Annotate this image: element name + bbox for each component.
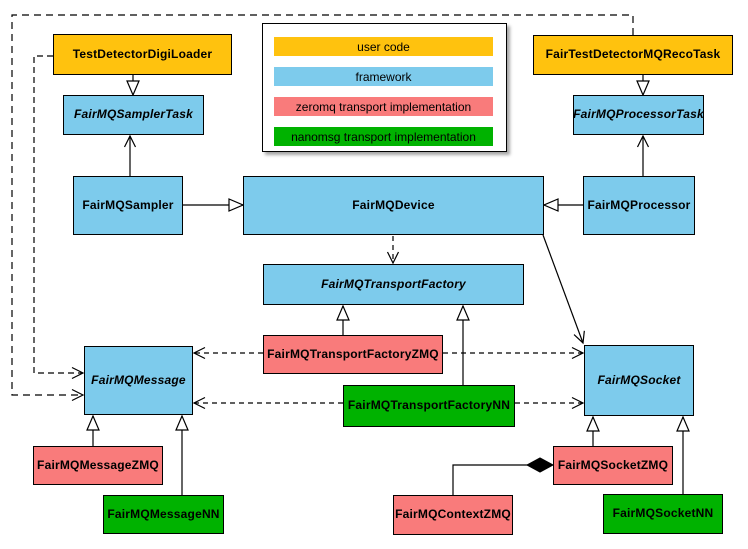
edge-contextzmq-socketzmq <box>452 464 528 495</box>
node-fairmqsocket: FairMQSocket <box>584 345 694 416</box>
node-fairmqprocessortask: FairMQProcessorTask <box>573 95 704 135</box>
edge-recotask-message <box>11 14 634 402</box>
legend: user code framework zeromq transport imp… <box>262 23 507 152</box>
node-fairtestdetectormqrecotask: FairTestDetectorMQRecoTask <box>533 35 733 75</box>
node-fairmqsocketnn: FairMQSocketNN <box>603 494 723 534</box>
node-fairmqprocessor: FairMQProcessor <box>583 176 695 235</box>
legend-item-user-code: user code <box>274 37 493 56</box>
edge-digiloader-message <box>33 55 85 380</box>
node-fairmqtransportfactory: FairMQTransportFactory <box>263 264 524 305</box>
composition-diamond <box>525 457 555 473</box>
node-fairmqmessagenn: FairMQMessageNN <box>103 495 224 534</box>
node-fairmqcontextzmq: FairMQContextZMQ <box>393 495 513 535</box>
node-fairmqsampler: FairMQSampler <box>73 176 183 235</box>
edge-device-socket <box>542 234 585 345</box>
node-fairmqsocketzmq: FairMQSocketZMQ <box>553 446 673 485</box>
node-fairmqmessagezmq: FairMQMessageZMQ <box>33 446 163 485</box>
node-fairmqmessage: FairMQMessage <box>84 346 193 415</box>
node-fairmqtransportfactorynn: FairMQTransportFactoryNN <box>343 385 515 427</box>
legend-item-zeromq: zeromq transport implementation <box>274 97 493 116</box>
node-testdetectordigiloader: TestDetectorDigiLoader <box>53 34 232 75</box>
legend-item-framework: framework <box>274 67 493 86</box>
node-fairmqtransportfactoryzmq: FairMQTransportFactoryZMQ <box>263 335 443 374</box>
node-fairmqsamplertask: FairMQSamplerTask <box>63 95 204 135</box>
node-fairmqdevice: FairMQDevice <box>243 176 544 235</box>
legend-item-nanomsg: nanomsg transport implementation <box>274 127 493 146</box>
